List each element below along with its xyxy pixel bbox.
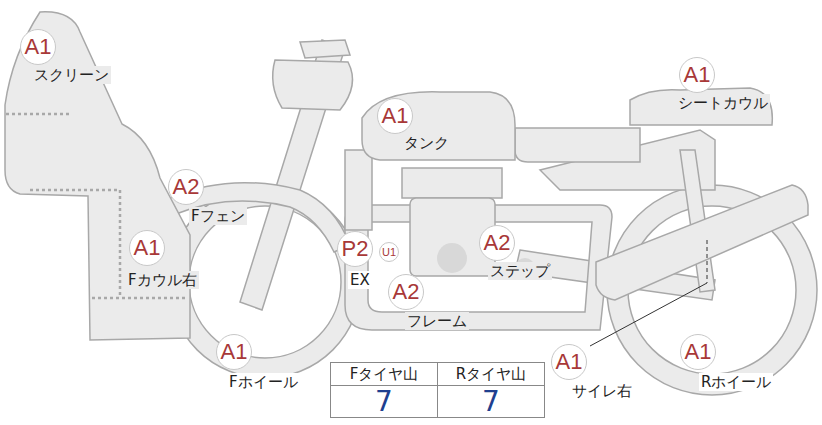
callout-number: P2 bbox=[337, 231, 373, 267]
damage-callout: A1Fカウル右 bbox=[129, 230, 165, 266]
damage-callout: A1Rホイール bbox=[680, 334, 716, 370]
down-tube bbox=[345, 150, 372, 230]
damage-callout: A1タンク bbox=[377, 98, 413, 134]
part-name: Fホイール bbox=[227, 373, 300, 391]
table-border bbox=[331, 363, 545, 418]
damage-callout: A2Fフェン bbox=[168, 169, 204, 205]
table-header: Rタイヤ山 bbox=[438, 363, 544, 385]
dotted-line bbox=[6, 113, 72, 116]
dotted-line bbox=[92, 297, 188, 300]
front-cowl bbox=[5, 12, 190, 340]
seat bbox=[515, 128, 640, 162]
callout-number: A1 bbox=[551, 344, 587, 380]
part-name: スクリーン bbox=[32, 66, 111, 84]
callout-number: A2 bbox=[479, 225, 515, 261]
dotted-line bbox=[30, 190, 120, 298]
callout-number: A1 bbox=[129, 230, 165, 266]
callout-number: A1 bbox=[216, 334, 252, 370]
leader-line bbox=[707, 240, 708, 283]
part-name: サイレ右 bbox=[570, 382, 634, 400]
part-name: ステップ bbox=[488, 262, 552, 280]
engine-cover bbox=[437, 243, 467, 273]
engine-head bbox=[402, 168, 502, 198]
callout-number: A2 bbox=[388, 274, 424, 310]
damage-callout: U1 bbox=[379, 242, 399, 262]
part-name: Fカウル右 bbox=[126, 271, 199, 289]
handlebar bbox=[300, 40, 350, 58]
headlight bbox=[273, 60, 353, 110]
tread-depth-value: 7 bbox=[438, 386, 544, 417]
part-name: Fフェン bbox=[189, 207, 247, 225]
part-name: シートカウル bbox=[676, 94, 770, 112]
callout-number: A1 bbox=[20, 29, 56, 65]
tread-depth-value: 7 bbox=[331, 386, 437, 417]
damage-callout: A1Fホイール bbox=[216, 334, 252, 370]
damage-callout: A2ステップ bbox=[479, 225, 515, 261]
callout-number: A1 bbox=[679, 57, 715, 93]
part-name: EX bbox=[348, 271, 372, 289]
damage-callout: P2EX bbox=[337, 231, 373, 267]
damage-callout: A1スクリーン bbox=[20, 29, 56, 65]
part-name: フレーム bbox=[405, 312, 469, 330]
leader-lines bbox=[590, 240, 707, 346]
callout-number: A1 bbox=[680, 334, 716, 370]
bike-parts bbox=[5, 12, 817, 395]
callout-number: A2 bbox=[168, 169, 204, 205]
table-header: Fタイヤ山 bbox=[331, 363, 437, 385]
part-name: タンク bbox=[402, 134, 451, 152]
callout-number: A1 bbox=[377, 98, 413, 134]
damage-callout: A1シートカウル bbox=[679, 57, 715, 93]
tyre-table bbox=[330, 362, 545, 418]
muffler bbox=[596, 185, 808, 300]
damage-callout: A2フレーム bbox=[388, 274, 424, 310]
damage-callout: A1サイレ右 bbox=[551, 344, 587, 380]
fuel-tank bbox=[362, 92, 515, 160]
callout-number: U1 bbox=[379, 242, 399, 262]
part-name: Rホイール bbox=[699, 373, 773, 391]
table-rule bbox=[437, 362, 438, 418]
seat-cowl bbox=[630, 88, 772, 125]
